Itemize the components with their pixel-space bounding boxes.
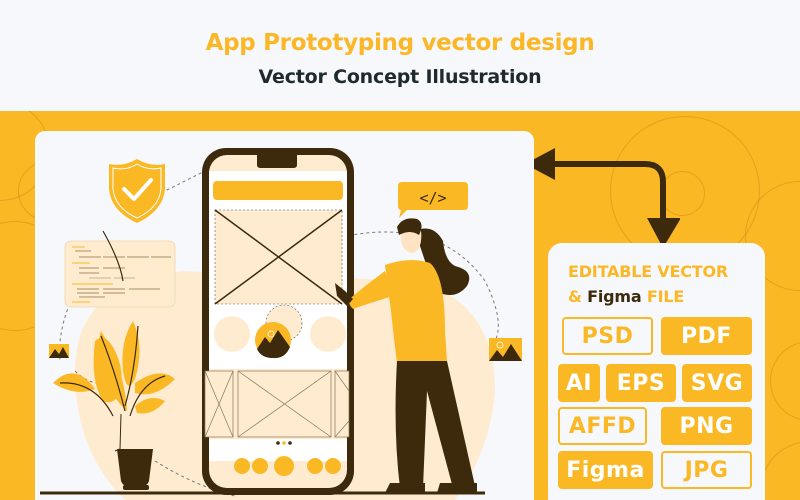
phone-mockup (202, 148, 354, 495)
file-formats-card: EDITABLE VECTOR & Figma FILE PSD PDF AI … (548, 243, 765, 500)
carousel-dot (276, 441, 280, 445)
page-subtitle: Vector Concept Illustration (258, 66, 542, 88)
image-placeholder-icon (489, 338, 522, 361)
badge-label: JPG (684, 457, 729, 483)
image-placeholder-icon (49, 344, 69, 358)
carousel-dot (282, 441, 286, 445)
code-speech-bubble: </> (398, 182, 468, 218)
woman-character (335, 218, 477, 493)
badge-svg: SVG (682, 364, 752, 402)
header: App Prototyping vector design Vector Con… (0, 0, 800, 111)
badge-jpg: JPG (661, 451, 752, 489)
app-prototyping-illustration: </> (40, 148, 522, 500)
badge-label: AI (565, 370, 593, 396)
heading-figma: Figma (587, 287, 642, 306)
page-title: App Prototyping vector design (205, 30, 595, 56)
svg-text:</>: </> (419, 189, 446, 207)
nav-dot (234, 458, 250, 474)
illustration-card: </> (35, 131, 534, 500)
gear-outline-icon (760, 441, 800, 500)
bidirectional-arrow-icon (525, 148, 680, 248)
badge-label: PNG (679, 413, 734, 439)
badge-figma: Figma (558, 451, 653, 489)
badge-eps: EPS (606, 364, 676, 402)
badge-ai: AI (558, 364, 600, 402)
badge-label: SVG (690, 370, 744, 396)
nav-dot (307, 458, 323, 474)
nav-dot (325, 458, 341, 474)
nav-dot (274, 456, 294, 476)
heading-line-2: & Figma FILE (568, 284, 728, 309)
badge-label: PDF (681, 323, 732, 349)
heading-line-1: EDITABLE VECTOR (568, 262, 729, 281)
badge-pdf: PDF (661, 317, 752, 355)
badge-png: PNG (661, 407, 752, 445)
badge-psd: PSD (562, 317, 653, 355)
badge-label: AFFD (568, 413, 637, 439)
carousel-dot (288, 441, 292, 445)
heading-file: FILE (641, 287, 685, 306)
badge-label: Figma (566, 457, 645, 483)
gear-outline-icon (770, 341, 800, 421)
badge-label: EPS (616, 370, 666, 396)
shield-check-icon (109, 159, 165, 223)
badge-label: PSD (581, 323, 634, 349)
nav-dot (252, 458, 268, 474)
file-formats-heading: EDITABLE VECTOR & Figma FILE (568, 259, 728, 309)
heading-ampersand: & (568, 287, 588, 306)
code-panel (64, 240, 176, 308)
plant-illustration (53, 230, 175, 490)
badge-affd: AFFD (558, 407, 647, 445)
